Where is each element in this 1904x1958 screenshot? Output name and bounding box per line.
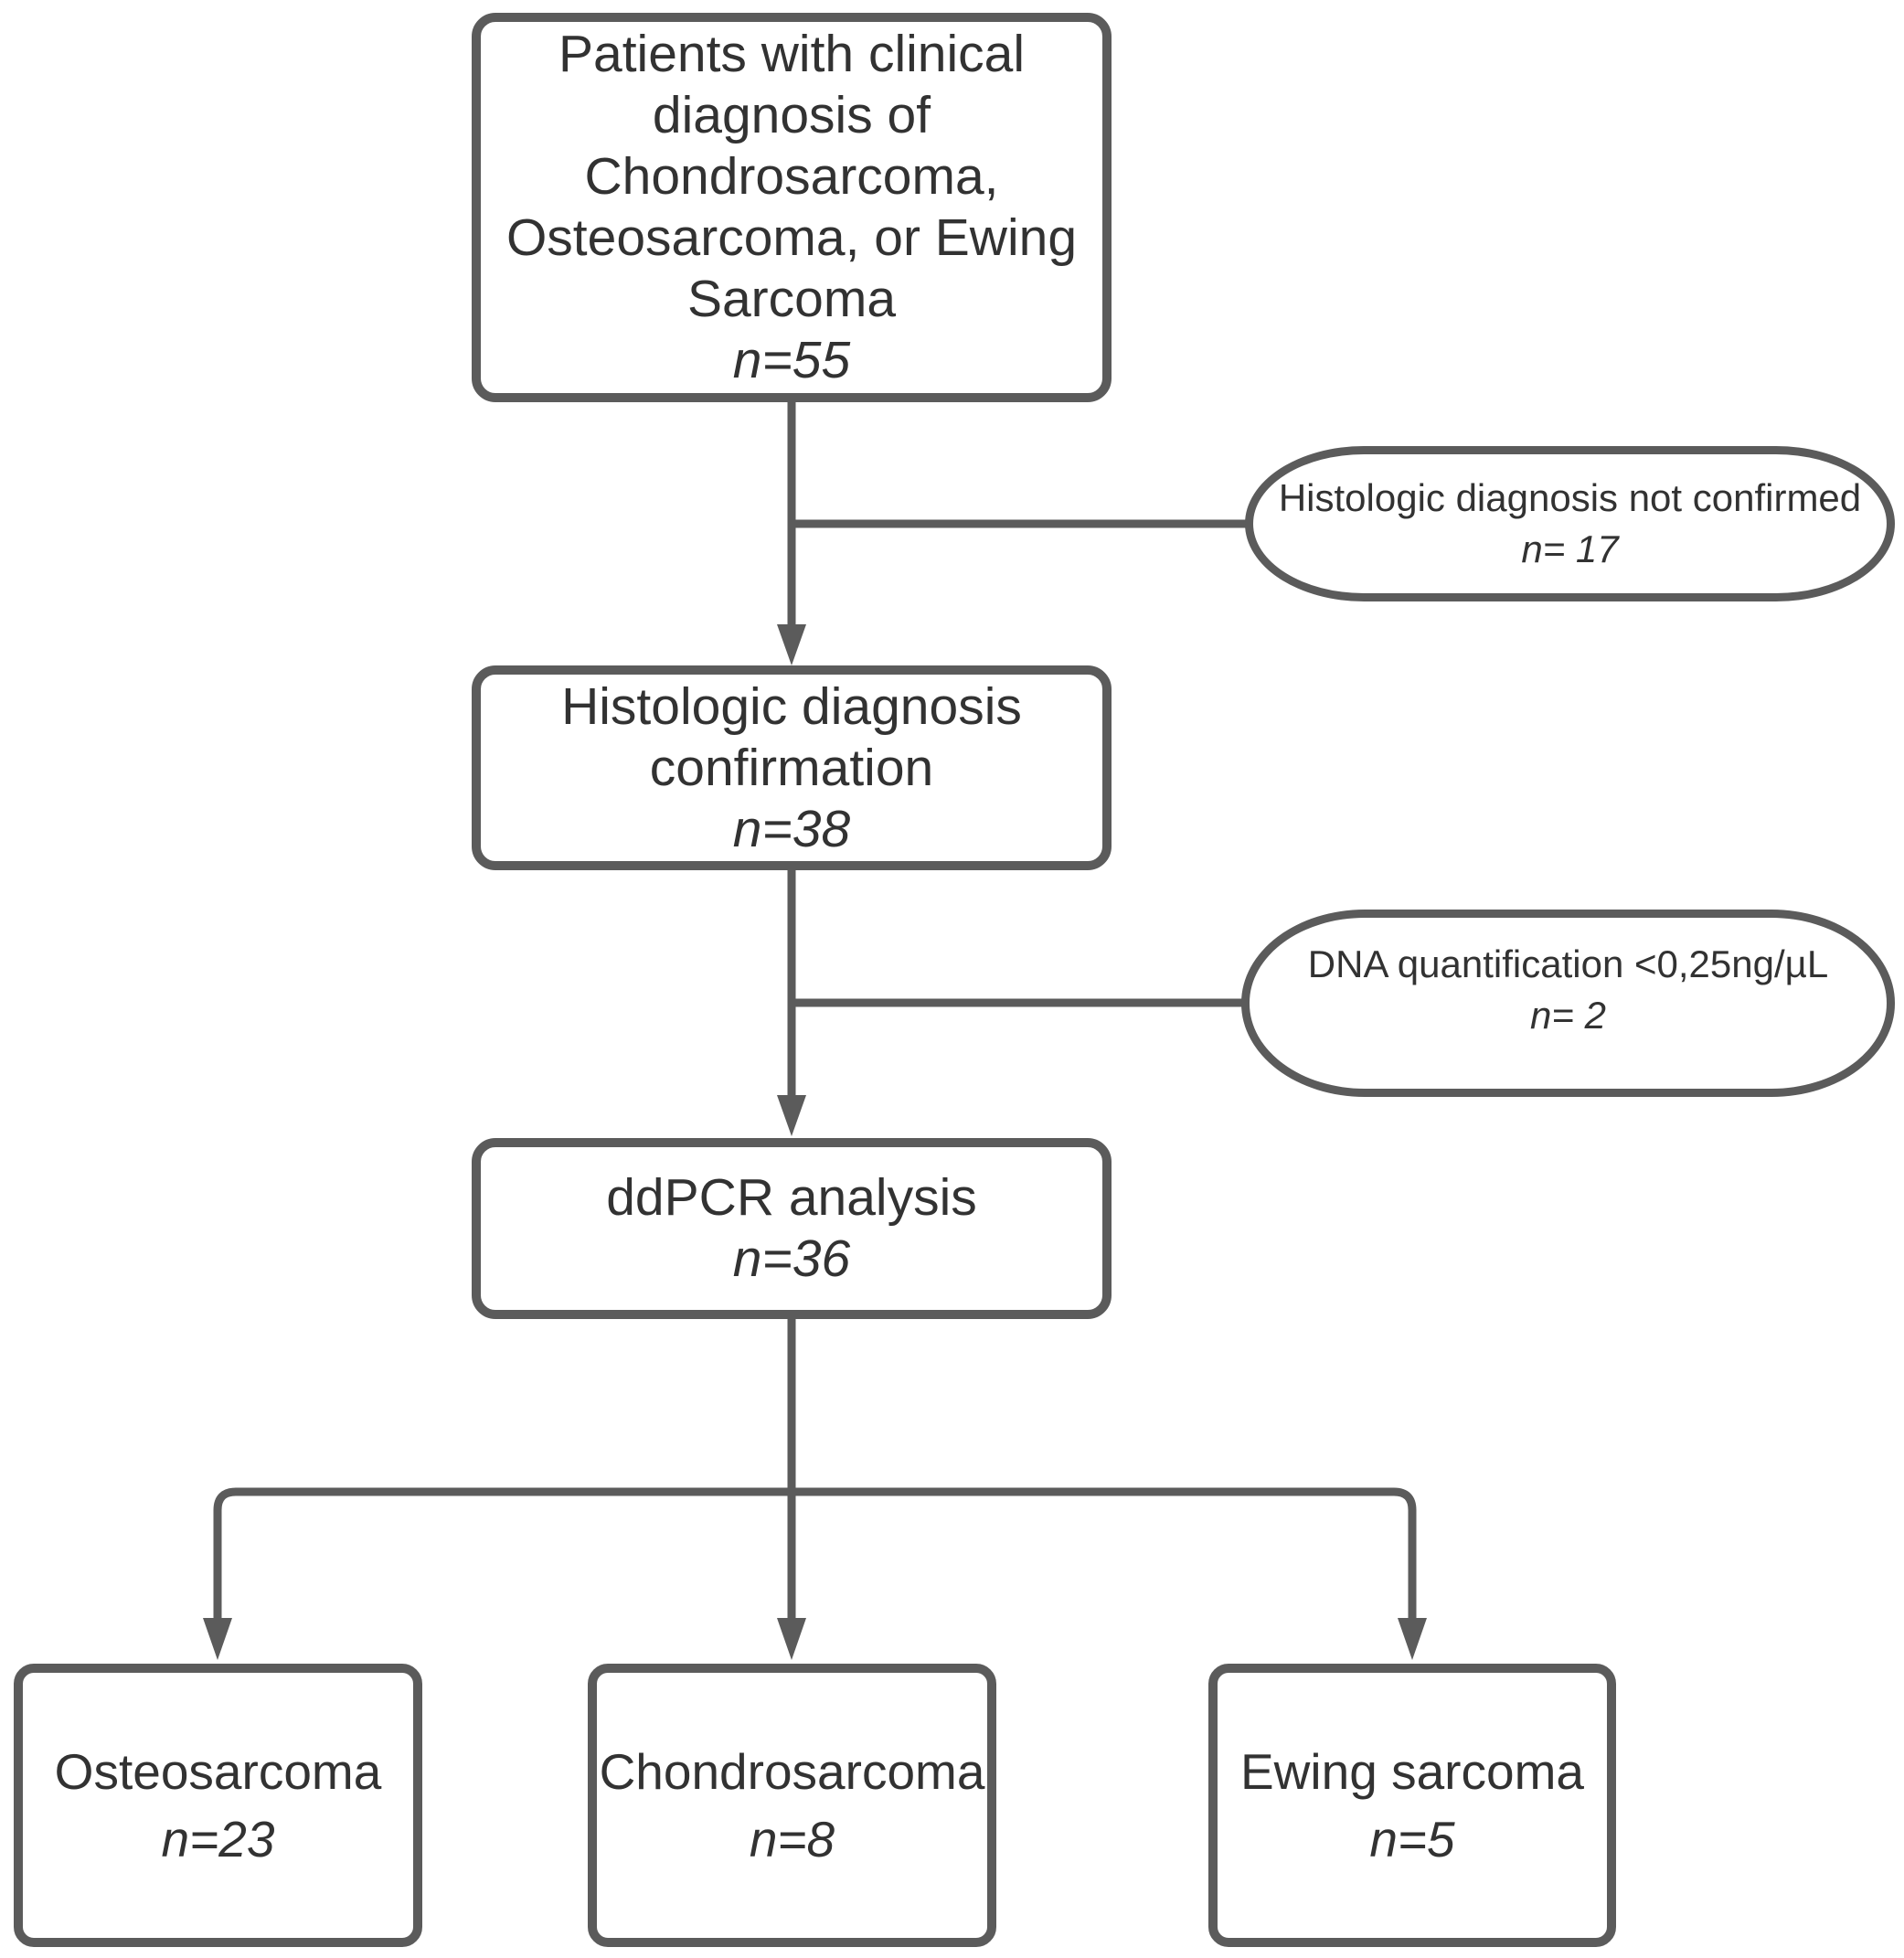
node-text-line: DNA quantification <0,25ng/µL <box>1307 942 1829 985</box>
node-count: n= 17 <box>1521 527 1619 570</box>
arrowhead-ewing <box>1398 1618 1427 1660</box>
node-text-line: Ewing sarcoma <box>1240 1743 1584 1800</box>
node-text-line: confirmation <box>649 738 934 797</box>
node-chondrosarcoma-box: Chondrosarcoma n=8 <box>588 1664 996 1947</box>
node-ewing-sarcoma-box: Ewing sarcoma n=5 <box>1208 1664 1616 1947</box>
node-osteosarcoma-box: Osteosarcoma n=23 <box>14 1664 422 1947</box>
node-text-line: Chondrosarcoma <box>599 1743 985 1800</box>
connector-branch-osteosarcoma <box>213 1487 792 1620</box>
arrowhead-confirmation <box>777 624 806 665</box>
arrowhead-ddpcr <box>777 1095 806 1136</box>
node-histologic-confirmation-box: Histologic diagnosis confirmation n=38 <box>472 665 1112 870</box>
connector-branch-ewing <box>792 1487 1417 1620</box>
node-count: n=38 <box>732 799 851 858</box>
node-count: n= 2 <box>1530 993 1606 1037</box>
node-histologic-not-confirmed-ellipse: Histologic diagnosis not confirmed n= 17 <box>1245 446 1895 601</box>
node-text-line: Histologic diagnosis not confirmed <box>1278 476 1862 519</box>
node-count: n=55 <box>732 331 851 389</box>
node-count: n=36 <box>732 1229 851 1288</box>
arrowhead-osteosarcoma <box>203 1618 232 1660</box>
node-dna-quantification-ellipse: DNA quantification <0,25ng/µL n= 2 <box>1241 910 1895 1097</box>
node-text-line: Patients with clinical <box>558 25 1026 83</box>
node-text-line: Osteosarcoma <box>54 1743 382 1800</box>
node-clinical-diagnosis-box: Patients with clinical diagnosis of Chon… <box>472 13 1112 402</box>
node-count: n=23 <box>161 1811 275 1868</box>
node-text-line: Chondrosarcoma, <box>584 147 999 206</box>
node-text-line: Sarcoma <box>686 270 897 328</box>
node-text-line: ddPCR analysis <box>606 1168 977 1227</box>
node-text-line: diagnosis of <box>652 86 931 144</box>
node-count: n=8 <box>749 1811 835 1868</box>
node-text-line: Histologic diagnosis <box>561 676 1022 736</box>
node-count: n=5 <box>1369 1811 1455 1868</box>
node-ddpcr-analysis-box: ddPCR analysis n=36 <box>472 1138 1112 1319</box>
node-text-line: Osteosarcoma, or Ewing <box>505 208 1078 267</box>
arrowhead-chondrosarcoma <box>777 1618 806 1660</box>
